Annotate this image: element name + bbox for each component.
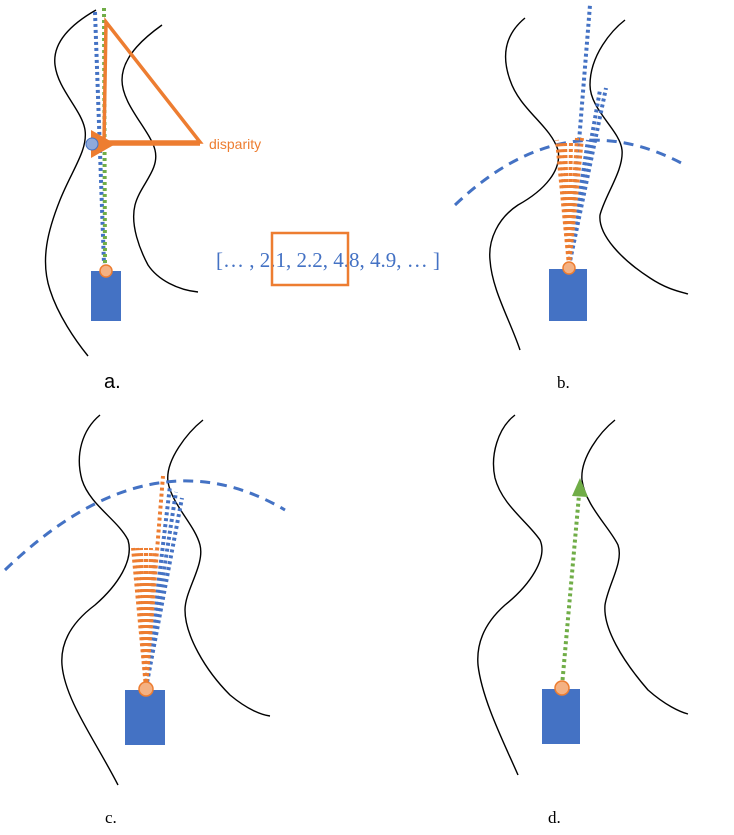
right-wall	[167, 419, 271, 717]
panel-label-d: d.	[548, 808, 561, 827]
right-wall	[589, 19, 689, 295]
sensor	[138, 681, 154, 697]
panel-label-b: b.	[557, 373, 570, 392]
left-wall	[44, 9, 97, 357]
robot	[125, 690, 165, 745]
distance-array: [… , 2.1, 2.2, 4.8, 4.9, … ]	[216, 248, 440, 272]
right-wall	[581, 419, 689, 715]
panel-b: b.	[453, 4, 689, 392]
robot	[542, 689, 580, 744]
blue-ray-fan	[567, 4, 608, 267]
left-wall	[489, 17, 560, 351]
orange-ray-fan	[131, 475, 165, 689]
sensor	[562, 261, 576, 275]
panel-d: d.	[477, 414, 689, 827]
sensor	[554, 680, 570, 696]
sensor	[99, 264, 113, 278]
panel-label-c: c.	[105, 808, 117, 827]
robot	[549, 269, 587, 321]
right-wall	[121, 24, 199, 293]
goal-arrowhead	[572, 478, 588, 497]
range-arc	[453, 138, 686, 207]
disparity-highlight-box	[270, 231, 350, 287]
goal-ray	[560, 494, 581, 687]
gap-point	[85, 137, 99, 151]
orange-ray-fan	[555, 137, 584, 267]
range-arc	[3, 479, 286, 572]
left-wall	[61, 414, 130, 786]
panel-a: disparity [… , 2.1, 2.2, 4.8, 4.9, … ] a…	[44, 7, 440, 393]
blue-ray-fan	[144, 485, 184, 689]
disparity-label: disparity	[209, 136, 261, 152]
robot	[91, 271, 121, 321]
panel-c: c.	[3, 414, 286, 827]
left-wall	[477, 414, 543, 776]
disparity-triangle	[102, 17, 204, 144]
panel-label-a: a.	[104, 371, 121, 393]
